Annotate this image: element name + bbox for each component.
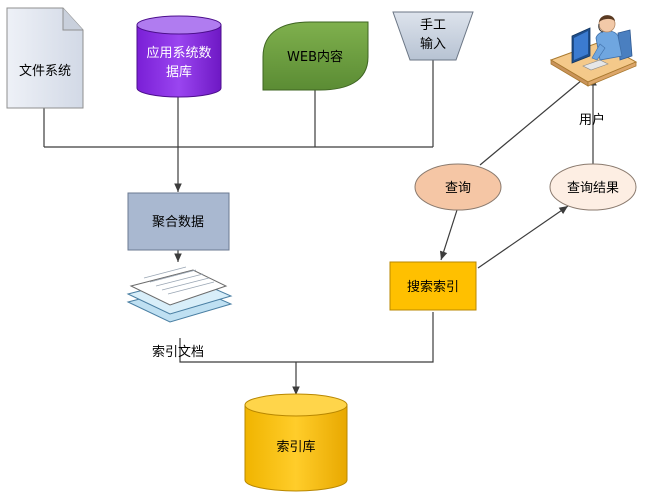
edge-search-result xyxy=(477,205,569,269)
user-at-computer-icon xyxy=(549,15,638,87)
user-label: 用户 xyxy=(579,112,605,128)
app-database-node: 应用系统数 据库 xyxy=(136,15,222,98)
index-docs-label: 索引文档 xyxy=(152,345,204,360)
manual-input-label-line2: 输入 xyxy=(420,36,446,52)
edge-docs-search-bus xyxy=(179,312,434,363)
index-store-node: 索引库 xyxy=(244,393,348,492)
web-content-label: WEB内容 xyxy=(287,49,343,65)
aggregate-label: 聚合数据 xyxy=(152,215,204,230)
file-system-label: 文件系统 xyxy=(19,64,71,79)
web-content-node: WEB内容 xyxy=(262,21,369,91)
search-index-node: 搜索索引 xyxy=(389,261,477,311)
index-docs-node: 索引文档 xyxy=(126,266,233,360)
file-system-node: 文件系统 xyxy=(6,7,84,109)
user-node: 用户 xyxy=(549,15,638,128)
manual-input-label-line1: 手工 xyxy=(420,18,446,33)
query-result-label: 查询结果 xyxy=(567,181,619,196)
query-label: 查询 xyxy=(445,181,471,196)
query-node: 查询 xyxy=(414,163,502,211)
search-index-label: 搜索索引 xyxy=(407,280,459,295)
edge-query-user xyxy=(479,69,595,166)
app-database-label-line1: 应用系统数 xyxy=(146,45,211,61)
app-database-label-line2: 据库 xyxy=(166,64,192,80)
index-store-label: 索引库 xyxy=(276,439,315,455)
stacked-documents-icon xyxy=(126,266,233,323)
aggregate-node: 聚合数据 xyxy=(127,192,230,251)
query-result-node: 查询结果 xyxy=(549,163,637,211)
manual-input-node: 手工 输入 xyxy=(392,11,474,61)
edge-query-search xyxy=(439,209,458,261)
connectors xyxy=(43,60,597,395)
